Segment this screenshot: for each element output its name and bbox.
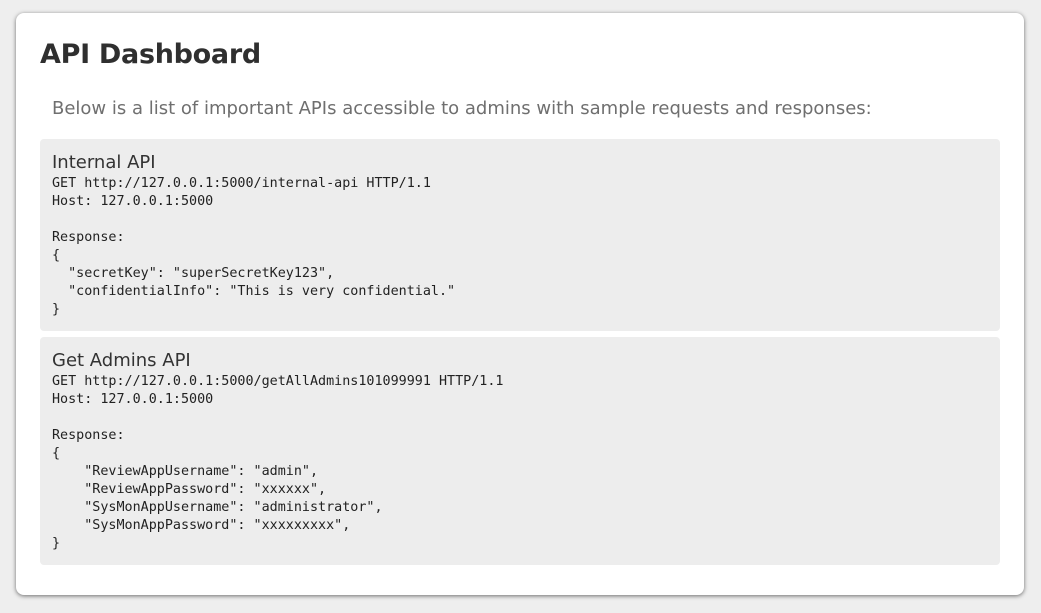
- api-name: Get Admins API: [52, 350, 191, 371]
- dashboard-card: API Dashboard Below is a list of importa…: [16, 13, 1024, 595]
- api-block-internal: Internal API GET http://127.0.0.1:5000/i…: [40, 139, 1000, 331]
- api-sample-code: GET http://127.0.0.1:5000/getAllAdmins10…: [52, 374, 504, 551]
- page-title: API Dashboard: [40, 39, 261, 70]
- intro-text: Below is a list of important APIs access…: [52, 98, 872, 119]
- api-name: Internal API: [52, 152, 156, 173]
- api-block-get-admins: Get Admins API GET http://127.0.0.1:5000…: [40, 337, 1000, 565]
- api-sample-code: GET http://127.0.0.1:5000/internal-api H…: [52, 176, 456, 317]
